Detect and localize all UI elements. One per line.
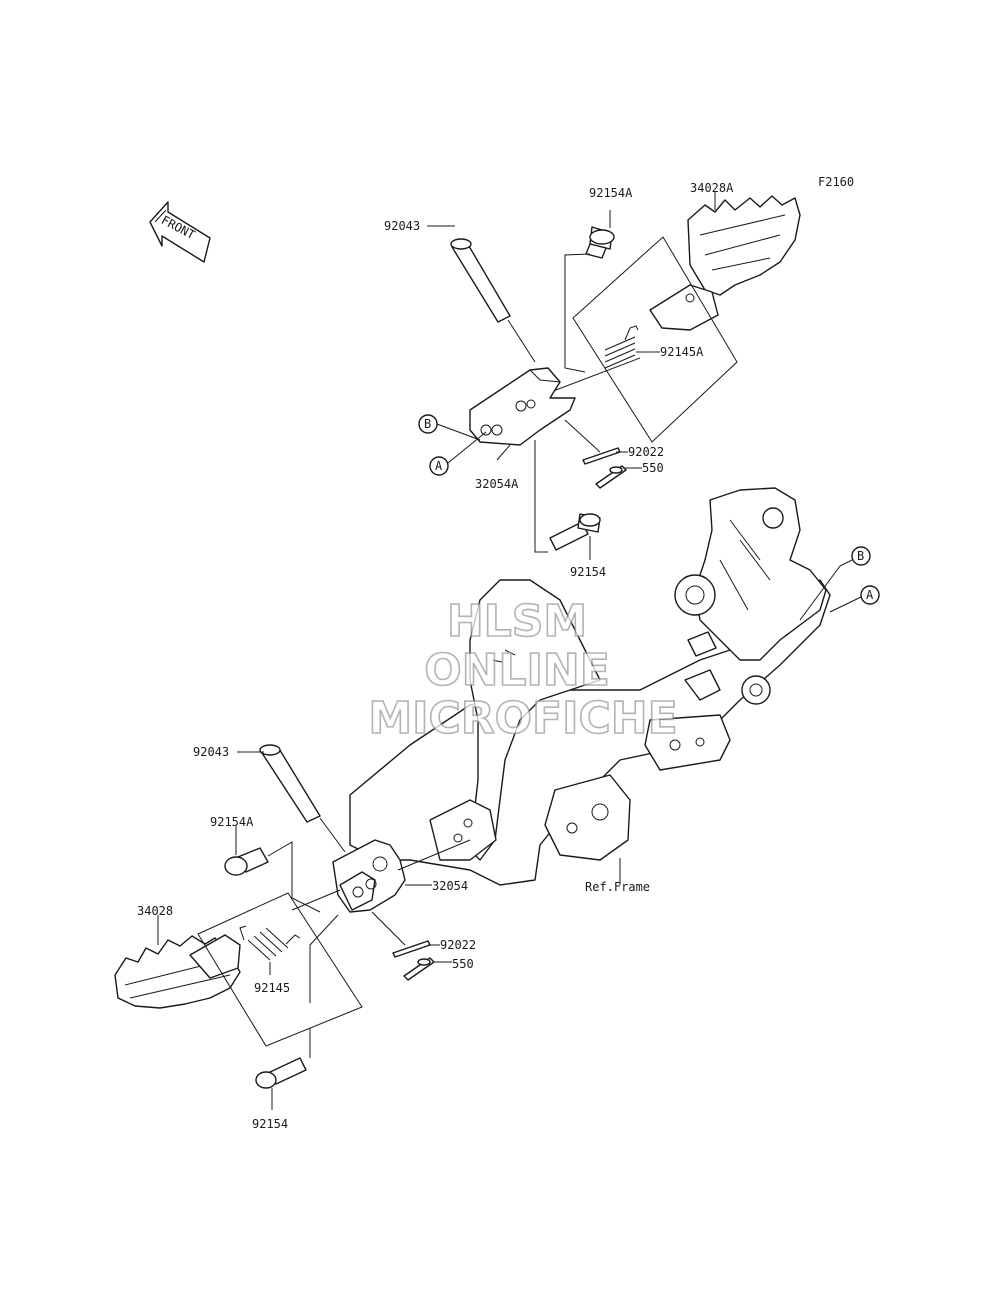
bottom-mount-bolt <box>255 1057 307 1089</box>
bottom-mount-bolt-label: 92154 <box>252 1117 288 1131</box>
bottom-pin-axis <box>319 817 346 853</box>
top-spring <box>604 325 639 369</box>
top-bracket-bolt <box>585 226 615 259</box>
top-footrest <box>649 195 801 331</box>
watermark-line-1: HLSM <box>447 596 587 647</box>
bottom-bracket-bolt <box>224 847 269 876</box>
bottom-footrest-label: 34028 <box>137 904 173 918</box>
top-spring-label: 92145A <box>660 345 704 359</box>
bottom-bracket-label: 32054 <box>432 879 468 893</box>
bottom-spring <box>239 925 301 961</box>
top-cotter-b-label: 550 <box>642 461 664 475</box>
top-mount-bolt-axis <box>534 440 548 553</box>
bottom-pin-label: 92043 <box>193 745 229 759</box>
watermark-line-2: ONLINE <box>424 645 610 696</box>
figure-code: F2160 <box>818 175 854 189</box>
top-callout-a <box>429 456 449 476</box>
top-bracket-bolt-axis <box>564 253 591 373</box>
bottom-cotter-pin <box>392 940 431 958</box>
top-callout-a-leader <box>447 431 487 464</box>
top-pin <box>450 238 511 323</box>
top-callout-b-label: B <box>424 417 431 431</box>
top-callout-a-label: A <box>435 459 443 473</box>
top-pin-axis <box>507 319 536 363</box>
bottom-footrest <box>114 934 241 1009</box>
bottom-assembly-bracket-line <box>197 892 363 1047</box>
top-cotter-axis <box>564 419 601 453</box>
top-bracket <box>469 367 576 446</box>
bottom-cotter-axis <box>371 911 406 946</box>
bottom-spring-label: 92145 <box>254 981 290 995</box>
top-pin-label: 92043 <box>384 219 420 233</box>
watermark: HLSM ONLINE MICROFICHE <box>368 595 679 745</box>
top-cotter-pin <box>582 447 621 465</box>
front-arrow-icon <box>149 201 211 263</box>
frame-callout-a-label: A <box>866 588 874 602</box>
top-bracket-axis <box>547 357 641 394</box>
main-frame <box>349 487 831 886</box>
top-footrest-label: 34028A <box>690 181 734 195</box>
bottom-pin <box>259 744 321 823</box>
bottom-cotter-b-label: 550 <box>452 957 474 971</box>
top-bracket-bolt-label: 92154A <box>589 186 633 200</box>
frame-callout-a-leader <box>829 596 862 613</box>
frame-callout-b-label: B <box>857 549 864 563</box>
bottom-washer <box>403 957 435 981</box>
top-assembly-bracket-line <box>572 236 738 443</box>
watermark-line-3: MICROFICHE <box>368 693 677 744</box>
bottom-bracket-bolt-axis <box>267 841 321 913</box>
bottom-bracket-axis-2 <box>291 889 341 911</box>
top-washer <box>595 465 627 489</box>
top-cotter-a-label: 92022 <box>628 445 664 459</box>
top-bracket-leader <box>496 444 511 461</box>
frame-callout-a <box>860 585 880 605</box>
bottom-cotter-a-label: 92022 <box>440 938 476 952</box>
top-mount-bolt-label: 92154 <box>570 565 606 579</box>
frame-callout-b-leader <box>799 559 853 621</box>
ref-frame-label: Ref.Frame <box>585 880 650 894</box>
top-mount-bolt <box>549 513 601 551</box>
top-callout-b-leader <box>436 423 481 441</box>
bottom-bracket-bolt-label: 92154A <box>210 815 254 829</box>
frame-callout-b <box>851 546 871 566</box>
bottom-mount-axis <box>309 914 339 1003</box>
bottom-bracket <box>332 839 406 913</box>
top-bracket-label: 32054A <box>475 477 519 491</box>
bottom-bracket-axis <box>397 839 471 871</box>
